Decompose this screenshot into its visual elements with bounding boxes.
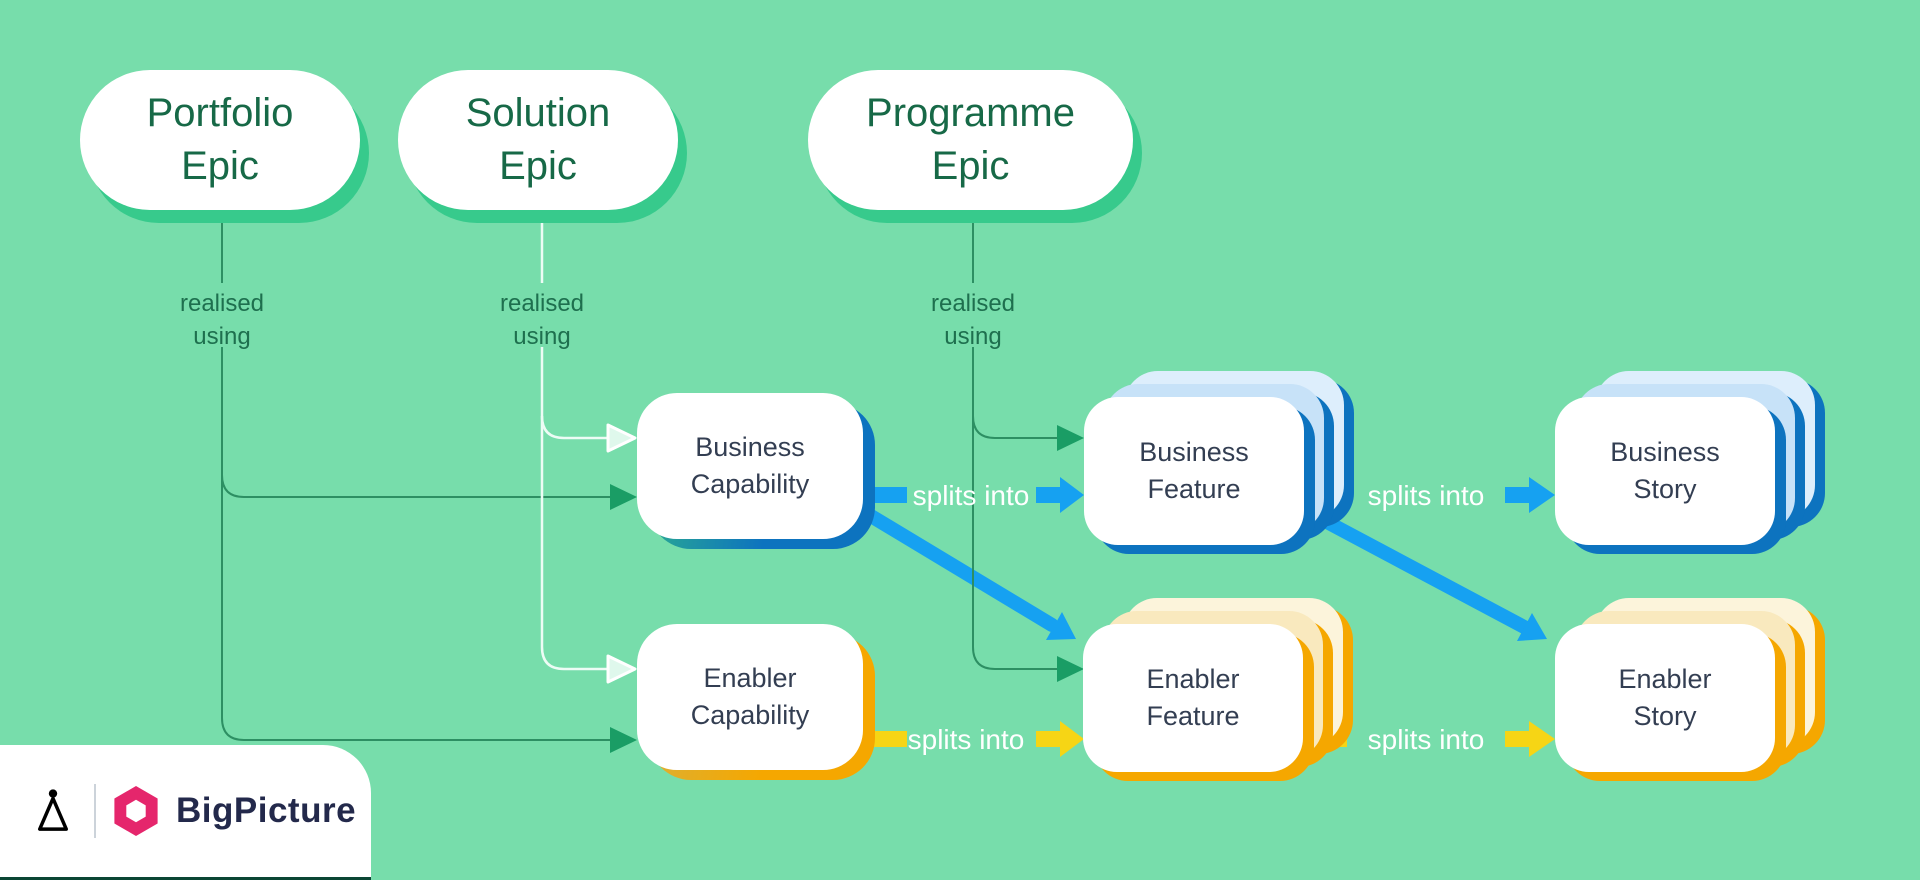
business-feature-to-enabler-story-arrowhead: [1517, 613, 1547, 641]
realised-using-label-portfolio: realised using: [179, 290, 265, 350]
solution-to-enabler-capability-arrowhead: [606, 654, 637, 684]
realised-using-label-solution: realised using: [499, 290, 585, 350]
enabler-story-card: Enabler Story: [1555, 624, 1775, 772]
enabler-feature-node: Enabler Feature: [1083, 598, 1343, 772]
programme-to-enabler-feature-arrowhead: [1057, 656, 1084, 682]
enabler-feature-split-arrowbody: [1036, 731, 1062, 747]
splits-into-label-enabler-capability: splits into: [907, 724, 1025, 755]
business-story-label: Business Story: [1610, 437, 1720, 504]
programme-epic-label: Programme Epic: [866, 91, 1075, 188]
bigpicture-hexagon-icon: [114, 786, 158, 836]
business-story-split-arrowbody: [1505, 487, 1531, 503]
enabler-capability-card: Enabler Capability: [637, 624, 863, 770]
programme-to-business-feature-line: [972, 415, 1058, 439]
enabler-feature-card: Enabler Feature: [1083, 624, 1303, 772]
brand-name: BigPicture: [176, 791, 357, 830]
portfolio-to-business-capability-line: [221, 474, 612, 498]
solution-to-enabler-capability-line: [540, 347, 610, 671]
business-feature-to-enabler-story-arrow: [1303, 506, 1533, 635]
splits-into-label-business-feature: splits into: [1367, 480, 1485, 511]
enabler-feature-label: Enabler Feature: [1146, 664, 1240, 731]
programme-to-business-feature-arrowhead: [1057, 425, 1084, 451]
programme-epic-node: Programme Epic: [808, 70, 1133, 210]
enabler-capability-node: Enabler Capability: [637, 624, 875, 780]
solution-to-business-capability-arrowhead: [606, 423, 637, 453]
enabler-story-split-arrowhead: [1529, 721, 1555, 757]
business-capability-node: Business Capability: [637, 393, 875, 549]
business-capability-card: Business Capability: [637, 393, 863, 539]
splits-into-label-enabler-feature: splits into: [1367, 724, 1485, 755]
splits-into-label-business-capability: splits into: [912, 480, 1030, 511]
business-story-split-arrowhead: [1529, 477, 1555, 513]
appfire-logo-icon: [38, 789, 68, 831]
portfolio-to-enabler-capability-arrowhead: [610, 727, 637, 753]
business-capability-to-enabler-feature-arrowhead: [1046, 612, 1076, 640]
business-feature-split-arrowhead: [1060, 477, 1084, 513]
enabler-story-split-arrowbody: [1505, 731, 1531, 747]
business-feature-split-arrowbody: [1036, 487, 1062, 503]
enabler-story-node: Enabler Story: [1555, 598, 1815, 772]
enabler-feature-split-arrowhead: [1060, 721, 1084, 757]
brand-plate-strip: [0, 877, 371, 880]
business-story-card: Business Story: [1555, 397, 1775, 545]
enabler-story-label: Enabler Story: [1618, 664, 1712, 731]
portfolio-to-enabler-capability-line: [221, 347, 612, 741]
business-capability-label: Business Capability: [690, 432, 810, 499]
portfolio-epic-node: Portfolio Epic: [80, 70, 360, 210]
solution-epic-node: Solution Epic: [398, 70, 678, 210]
portfolio-epic-label: Portfolio Epic: [146, 91, 294, 188]
business-feature-label: Business Feature: [1139, 437, 1249, 504]
portfolio-to-business-capability-arrowhead: [610, 484, 637, 510]
programme-to-enabler-feature-line: [972, 347, 1058, 670]
business-feature-card: Business Feature: [1084, 397, 1304, 545]
enabler-capability-label: Enabler Capability: [690, 663, 810, 730]
logo-divider: [94, 784, 96, 838]
business-story-node: Business Story: [1555, 371, 1815, 545]
solution-to-business-capability-line: [540, 415, 610, 440]
brand-plate: BigPicture: [0, 745, 371, 877]
business-capability-to-enabler-feature-arrow: [859, 506, 1059, 632]
business-feature-node: Business Feature: [1084, 371, 1344, 545]
realised-using-label-programme: realised using: [930, 290, 1016, 350]
solution-epic-label: Solution Epic: [465, 91, 611, 188]
